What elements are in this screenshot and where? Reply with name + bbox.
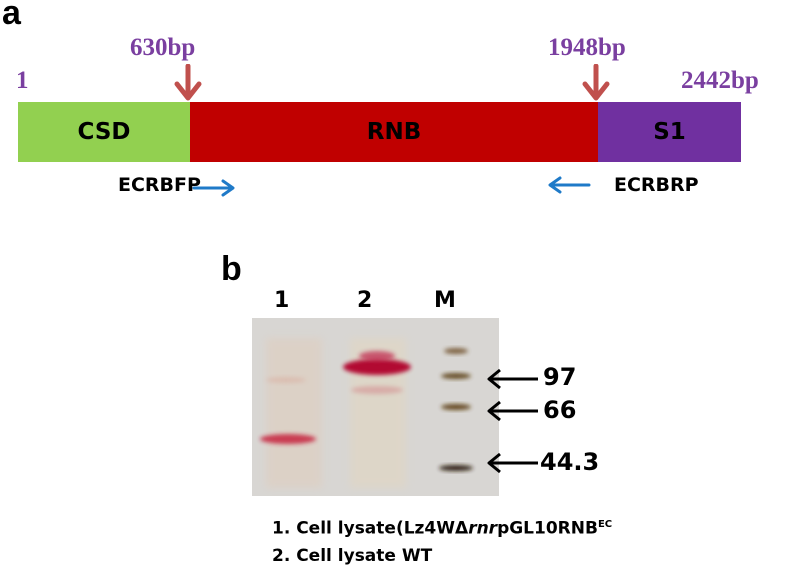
marker-44-label: 44.3 (540, 448, 600, 476)
lane-1-label: 1 (274, 288, 290, 313)
marker-66-label: 66 (543, 396, 577, 424)
rnb-segment: RNB (190, 102, 598, 162)
panel-a-label: a (2, 0, 21, 32)
marker-97-label: 97 (543, 363, 577, 391)
forward-primer-label: ECRBFP (118, 174, 201, 196)
position-rnb-end-label: 1948bp (548, 34, 626, 61)
legend-line-1-superscript: EC (597, 519, 613, 530)
legend-line-1-prefix: 1. Cell lysate(Lz4WΔ (272, 518, 469, 539)
csd-segment-label: CSD (77, 118, 131, 145)
lane-2-label: 2 (357, 288, 373, 313)
s1-segment-label: S1 (653, 118, 686, 145)
s1-segment: S1 (598, 102, 741, 162)
marker-44-arrow-icon (487, 452, 538, 474)
reverse-primer-label: ECRBRP (614, 174, 699, 196)
panel-b-label: b (221, 250, 242, 288)
gel-bands (260, 338, 473, 488)
rnb-segment-label: RNB (366, 118, 422, 145)
forward-primer-arrow-icon (192, 179, 235, 197)
western-blot-image (252, 318, 499, 496)
marker-66-arrow-icon (487, 400, 538, 422)
legend-line-2: 2. Cell lysate WT (272, 546, 433, 566)
rnb-end-arrow-icon (582, 64, 610, 101)
position-start-label: 1 (16, 67, 29, 94)
csd-end-arrow-icon (174, 64, 202, 101)
marker-97-arrow-icon (487, 368, 538, 390)
position-csd-end-label: 630bp (130, 34, 196, 61)
reverse-primer-arrow-icon (548, 176, 591, 194)
legend-line-1-italic: rnr (468, 518, 498, 539)
lane-m-label: M (434, 288, 456, 313)
legend-line-1: 1. Cell lysate(Lz4WΔrnrpGL10RNBEC (272, 520, 612, 538)
position-end-label: 2442bp (681, 67, 759, 94)
csd-segment: CSD (18, 102, 190, 162)
legend-line-1-suffix: pGL10RNB (497, 518, 598, 539)
